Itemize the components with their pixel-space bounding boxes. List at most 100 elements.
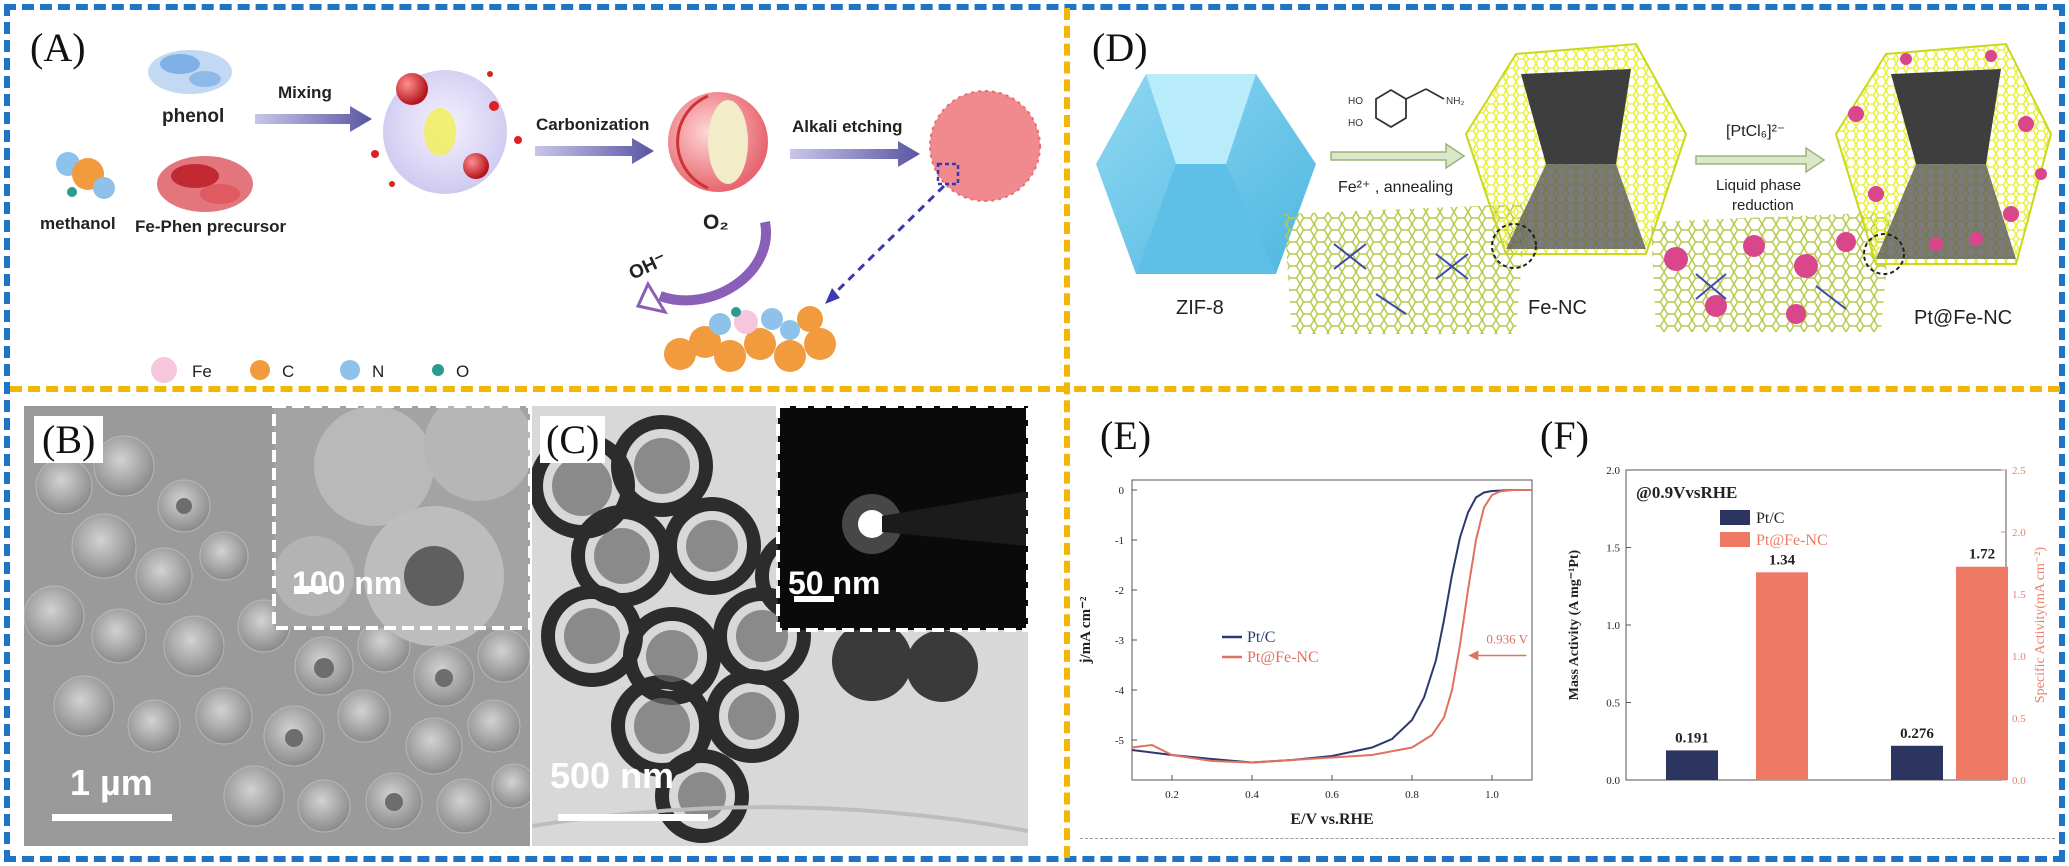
- y-tick-label: -2: [1115, 585, 1124, 597]
- annealing-label: Fe²⁺ , annealing: [1338, 179, 1453, 196]
- svg-text:NH₂: NH₂: [1446, 96, 1464, 107]
- x-tick-label: 0.6: [1325, 789, 1339, 801]
- panel-label-c: (C): [540, 416, 606, 463]
- mixing-arrow: [255, 106, 372, 132]
- panel-label-a: (A): [30, 25, 86, 70]
- fe-nc-graphene-sheet: [1284, 204, 1526, 334]
- pt-fe-nc-graphene-sheet: [1651, 212, 1891, 332]
- y-axis-label-right: Specific Activity(mA cm⁻²): [2033, 547, 2048, 704]
- pt-fe-nc-label: Pt@Fe-NC: [1914, 307, 2012, 329]
- y-tick-label-left: 1.0: [1606, 620, 1620, 632]
- reduction-label-1: Liquid phase: [1716, 177, 1801, 194]
- annealing-arrow: [1330, 142, 1466, 170]
- y-tick-label: -3: [1115, 635, 1125, 647]
- scale-label-c-main: 500 nm: [550, 755, 675, 796]
- svg-text:N: N: [372, 362, 384, 381]
- reduction-arrow: [1695, 146, 1826, 174]
- phenol-label: phenol: [162, 106, 224, 127]
- y-tick-label-left: 0.0: [1606, 775, 1620, 787]
- atom-legend: Fe C N O: [151, 357, 469, 383]
- bar-pt-fe-nc: [1756, 572, 1808, 780]
- bar-value-label: 1.34: [1769, 552, 1796, 568]
- bar-pt-fe-nc: [1956, 566, 2008, 780]
- legend-swatch: [1720, 532, 1750, 547]
- methanol-label: methanol: [40, 214, 116, 233]
- bar-value-label: 0.191: [1675, 730, 1709, 746]
- plot-frame-e: [1131, 479, 1533, 781]
- panel-a-schematic: phenol Fe-Phen precursor methanol Mixing…: [40, 50, 1041, 383]
- precursor-label: Fe-Phen precursor: [135, 217, 287, 236]
- zif8-polyhedron: [1096, 74, 1316, 274]
- x-axis-label: E/V vs.RHE: [1290, 811, 1373, 828]
- annotation-label: 0.936 V: [1486, 632, 1528, 647]
- y-tick-label-right: 0.5: [2012, 713, 2026, 725]
- methanol-molecule: [56, 152, 115, 199]
- panel-c-tem-image: [532, 406, 1028, 846]
- scale-label-b-main: 1 µm: [70, 762, 153, 803]
- legend-label: Pt/C: [1756, 510, 1784, 527]
- y-tick-label: -4: [1115, 685, 1125, 697]
- vertical-divider: [1064, 8, 1070, 858]
- zoom-pointer: [830, 184, 946, 298]
- carbonization-label: Carbonization: [536, 115, 649, 134]
- bar-pt-c: [1891, 745, 1943, 780]
- bottom-rule: [1080, 838, 2055, 839]
- series-line-pt-fe-nc: [1131, 489, 1532, 764]
- o2-label: O₂: [703, 211, 729, 234]
- y-axis-label-left: Mass Activity (A mg⁻¹Pt): [1567, 549, 1582, 700]
- y-tick-label-right: 2.0: [2012, 527, 2026, 539]
- x-tick-label: 0.4: [1245, 789, 1259, 801]
- bar-value-label: 1.72: [1969, 547, 1995, 563]
- panel-label-f: (F): [1540, 413, 1589, 458]
- svg-text:O: O: [456, 362, 469, 381]
- scale-label-b-inset: 100 nm: [292, 565, 403, 601]
- pt-fe-nc-polyhedron: [1834, 42, 2053, 275]
- reduction-label-2: reduction: [1732, 197, 1794, 214]
- y-tick-label: 0: [1119, 485, 1125, 497]
- chart-title-f: @0.9VvsRHE: [1636, 483, 1737, 502]
- precursor-cluster: [157, 156, 253, 212]
- series-line-pt-c: [1131, 489, 1532, 764]
- panel-b-inset: [272, 406, 530, 646]
- y-tick-label-left: 0.5: [1606, 698, 1620, 710]
- y-tick-label-left: 2.0: [1606, 465, 1620, 477]
- scale-bar-c: [558, 814, 708, 821]
- carbonization-arrow: [535, 138, 654, 164]
- panel-d-schematic: ZIF-8 HO HO NH₂ Fe²⁺ , annealing Fe-NC […: [1096, 42, 2053, 334]
- y-tick-label-right: 2.5: [2012, 465, 2026, 477]
- panel-c-saed-inset: [776, 406, 1028, 632]
- svg-text:HO: HO: [1348, 118, 1363, 129]
- bar-pt-c: [1666, 750, 1718, 780]
- panel-label-d: (D): [1092, 25, 1148, 70]
- legend-label: Pt@Fe-NC: [1247, 649, 1319, 666]
- mixing-label: Mixing: [278, 83, 332, 102]
- figure-border: [4, 4, 2065, 862]
- active-site-cluster: [664, 306, 836, 372]
- y-tick-label-right: 1.0: [2012, 651, 2026, 663]
- panel-label-e: (E): [1100, 413, 1152, 458]
- y-tick-label: -5: [1115, 735, 1125, 747]
- x-tick-label: 1.0: [1485, 789, 1499, 801]
- y-tick-label-right: 1.5: [2012, 589, 2026, 601]
- y-tick-label-right: 0.0: [2012, 775, 2026, 787]
- x-tick-label: 0.2: [1165, 789, 1179, 801]
- phenol-cluster: [148, 50, 232, 94]
- horizontal-divider: [10, 386, 2060, 392]
- y-tick-label-left: 1.5: [1606, 543, 1620, 555]
- scale-bar-b: [52, 814, 172, 821]
- svg-text:Fe: Fe: [192, 362, 212, 381]
- alkali-etching-label: Alkali etching: [792, 117, 903, 136]
- etched-sphere: [929, 90, 1041, 202]
- svg-text:HO: HO: [1348, 96, 1363, 107]
- y-tick-label: -1: [1115, 535, 1124, 547]
- legend-label: Pt/C: [1247, 629, 1275, 646]
- ptcl6-label: [PtCl₆]²⁻: [1726, 123, 1785, 140]
- annotation-arrowhead: [1468, 650, 1479, 661]
- panel-b-sem-image: 1 µm: [24, 406, 530, 846]
- fe-nc-label: Fe-NC: [1528, 297, 1587, 319]
- y-axis-label: j/mA cm⁻²: [1078, 596, 1094, 664]
- carbonized-sphere: [668, 92, 768, 192]
- scale-label-c-inset: 50 nm: [788, 565, 881, 601]
